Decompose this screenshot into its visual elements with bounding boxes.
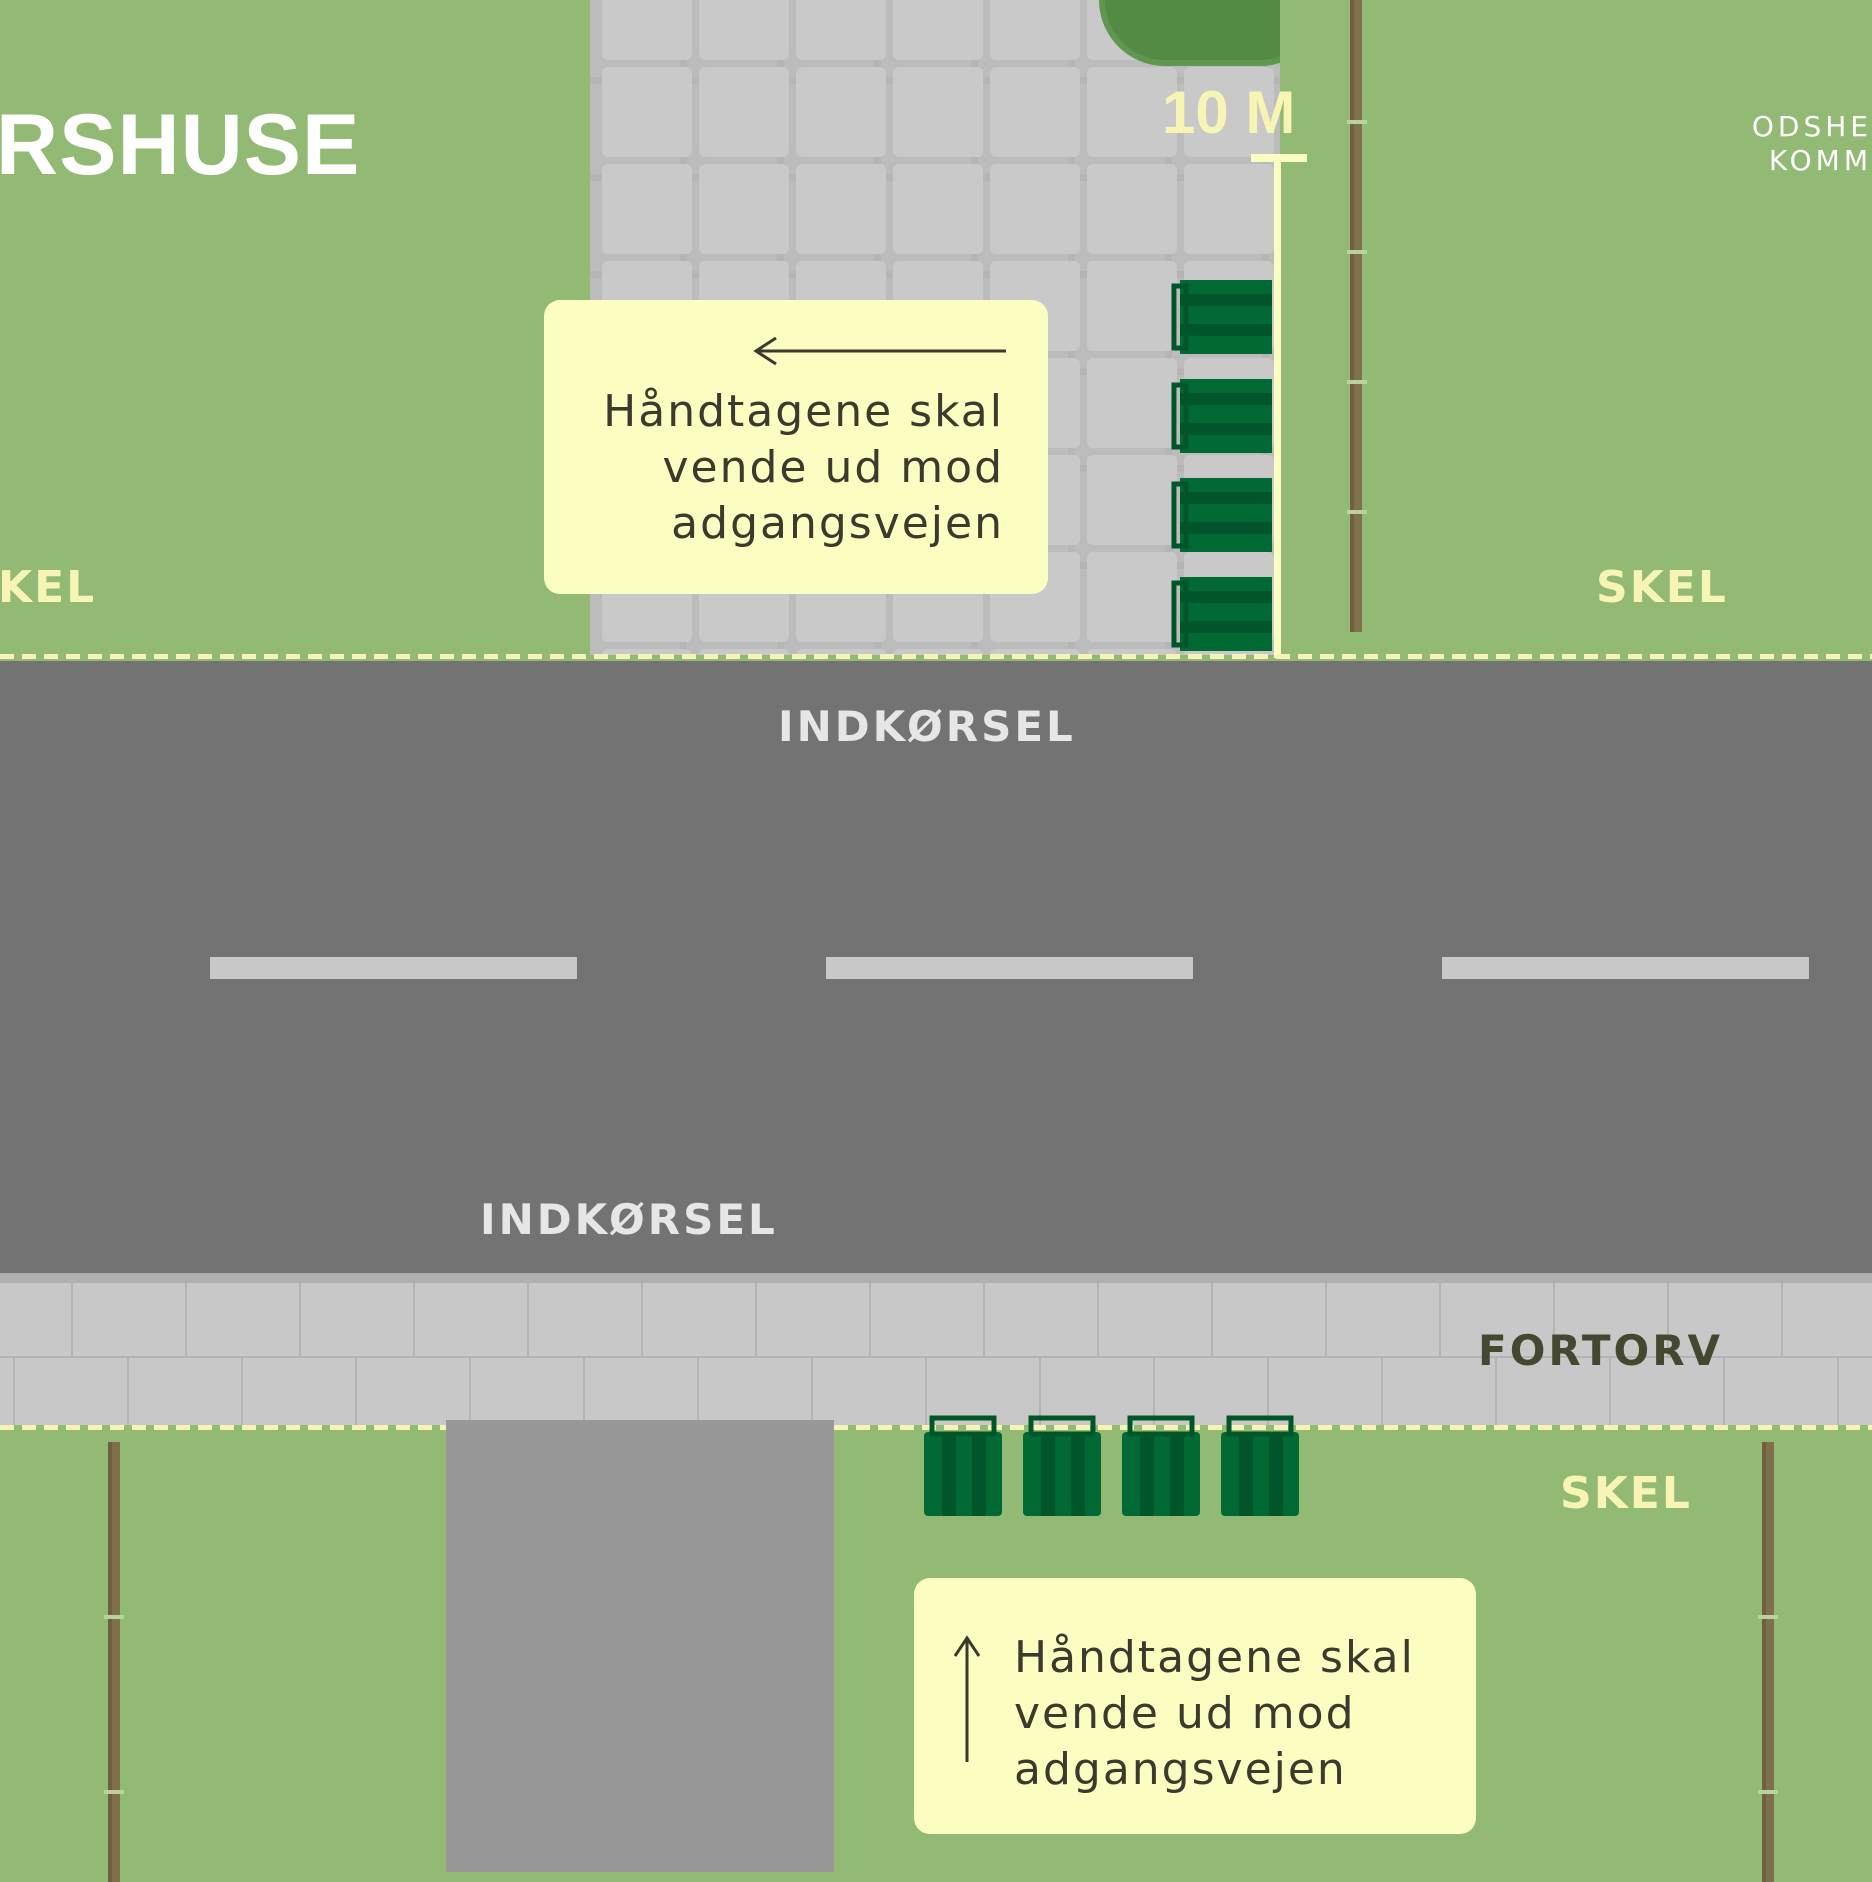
note-bottom-line1: Håndtagene skal [1014, 1632, 1415, 1683]
municipality-line1: ODSHE [1751, 110, 1872, 143]
paver-tile [796, 0, 886, 60]
paver-tile [796, 649, 886, 655]
top-bins [1171, 280, 1272, 651]
paver-tile [699, 164, 789, 254]
paver-tile [699, 67, 789, 157]
fence-notch [104, 1790, 124, 1794]
paver-tile [796, 67, 886, 157]
bottom-right-fence [1762, 1442, 1774, 1882]
paver-tile [699, 0, 789, 60]
arrow-up-icon [953, 1635, 981, 1762]
wheelie-bin-icon [1171, 478, 1272, 552]
paver-tile [893, 649, 983, 655]
paver-tile [602, 649, 692, 655]
sidewalk [0, 1283, 1872, 1425]
wheelie-bin-icon [1023, 1415, 1101, 1516]
paver-tile [1184, 67, 1274, 157]
note-bottom-line2: vende ud mod [1014, 1688, 1356, 1739]
paver-tile [699, 649, 789, 655]
paver-tile [602, 0, 692, 60]
skel-label-left: KEL [0, 562, 97, 613]
fence-notch [1347, 510, 1367, 514]
house-title: RSHUSE [0, 97, 361, 193]
paver-tile [1087, 164, 1177, 254]
top-fence [1350, 0, 1362, 632]
bottom-left-fence [108, 1442, 120, 1882]
note-top: Håndtagene skal vende ud mod adgangsveje… [544, 300, 1048, 594]
paver-tile [1087, 649, 1177, 655]
note-top-line3: adgangsvejen [671, 498, 1004, 549]
paver-tile [893, 164, 983, 254]
bottom-bins [924, 1415, 1299, 1516]
fence-notch [1758, 1615, 1778, 1619]
municipality-label: ODSHE KOMM [1752, 110, 1872, 178]
driveway-label-bottom: INDKØRSEL [480, 1195, 778, 1244]
bottom-driveway [446, 1420, 834, 1872]
fence-notch [1347, 120, 1367, 124]
wheelie-bin-icon [1221, 1415, 1299, 1516]
driveway-label-top: INDKØRSEL [778, 702, 1076, 751]
wheelie-bin-icon [924, 1415, 1002, 1516]
wheelie-bin-icon [1122, 1415, 1200, 1516]
boundary-line-bottom-right [834, 1425, 1872, 1430]
skel-label-bottom: SKEL [1560, 1468, 1692, 1519]
fence-notch [1347, 250, 1367, 254]
fence-notch [104, 1615, 124, 1619]
paver-tile [1087, 67, 1177, 157]
paver-tile [1087, 261, 1177, 351]
sidewalk-joints [0, 1283, 1872, 1425]
paver-tile [990, 649, 1080, 655]
paver-tile [893, 67, 983, 157]
paver-tile [990, 0, 1080, 60]
paver-tile [1184, 164, 1274, 254]
paver-tile [990, 164, 1080, 254]
skel-label-right: SKEL [1596, 562, 1728, 613]
curb [0, 1273, 1872, 1283]
top-right-strip-lawn [1280, 0, 1340, 655]
top-left-lawn [0, 0, 580, 655]
boundary-line-bottom-left [0, 1425, 446, 1430]
measure-cap [1251, 154, 1307, 162]
fence-notch [1758, 1790, 1778, 1794]
sidewalk-label: FORTORV [1478, 1326, 1724, 1375]
paver-tile [1087, 358, 1177, 448]
paver-tile [1087, 455, 1177, 545]
lane-marking [826, 957, 1193, 979]
measure-line [1274, 158, 1281, 658]
note-top-line1: Håndtagene skal [603, 386, 1004, 437]
note-bottom: Håndtagene skal vende ud mod adgangsveje… [914, 1578, 1476, 1834]
note-bottom-line3: adgangsvejen [1014, 1744, 1347, 1795]
paver-tile [990, 67, 1080, 157]
measure-label: 10 M [1162, 79, 1296, 146]
bottom-left-lawn [0, 1425, 446, 1872]
lane-marking [210, 957, 577, 979]
top-right-lawn [1340, 0, 1872, 655]
paver-tile [602, 164, 692, 254]
paver-tile [893, 0, 983, 60]
paver-tile [796, 164, 886, 254]
boundary-line-top [0, 654, 1872, 659]
wheelie-bin-icon [1171, 577, 1272, 651]
fence-notch [1347, 380, 1367, 384]
wheelie-bin-icon [1171, 280, 1272, 354]
wheelie-bin-icon [1171, 379, 1272, 453]
paver-tile [602, 67, 692, 157]
paver-tile [1087, 552, 1177, 642]
note-top-line2: vende ud mod [662, 442, 1004, 493]
arrow-left-icon [753, 336, 1006, 366]
municipality-line2: KOMM [1768, 144, 1872, 177]
lane-marking [1442, 957, 1809, 979]
